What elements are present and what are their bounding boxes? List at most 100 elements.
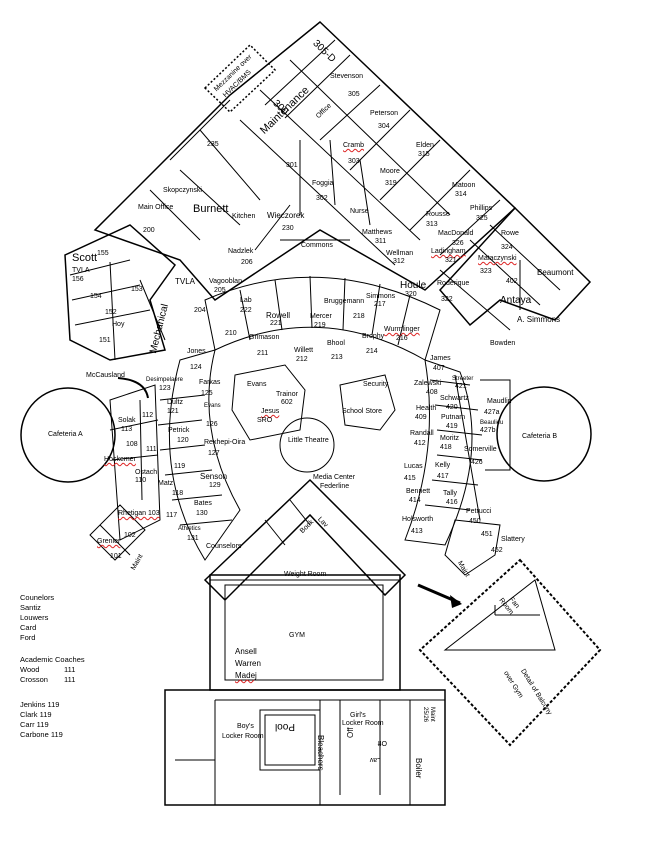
media-center-walls bbox=[264, 499, 371, 546]
room-mccausland: McCausland bbox=[86, 372, 125, 379]
room-325: 325 bbox=[476, 215, 488, 222]
room-303: 303 bbox=[348, 158, 360, 165]
room-mercer: Mercer bbox=[310, 313, 332, 320]
room-athletics: Athletics bbox=[178, 526, 201, 532]
room-222: 222 bbox=[240, 307, 252, 314]
room-roderique: Roderique bbox=[437, 280, 470, 287]
classroom-band-100s-walls bbox=[157, 394, 233, 526]
room-moore: Moore bbox=[380, 168, 400, 175]
room-petrucci: Petrucci bbox=[466, 508, 492, 515]
room-217: 217 bbox=[374, 301, 386, 308]
room-main-office: Main Office bbox=[138, 204, 174, 211]
room-streeter: Streeter bbox=[452, 376, 474, 382]
room-119: 119 bbox=[174, 463, 186, 470]
room-204: 204 bbox=[194, 307, 206, 314]
room-grimason: Grimason bbox=[249, 334, 280, 341]
room-simmons: Simmons bbox=[366, 293, 396, 300]
room-413: 413 bbox=[411, 528, 423, 535]
coach-row: Wood 111 bbox=[20, 665, 85, 675]
media-center-federline: Federline bbox=[320, 483, 350, 490]
room-scott: Scott bbox=[72, 252, 98, 264]
room-commons: Commons bbox=[301, 242, 333, 249]
room-evans-2: Evans bbox=[204, 403, 221, 409]
counselor-4: Ford bbox=[20, 633, 36, 642]
room-wieczorek: Wieczorek bbox=[267, 211, 305, 220]
room-131: 131 bbox=[187, 535, 199, 542]
room-beaulieu: Beaulieu bbox=[480, 420, 504, 426]
pool-basin bbox=[264, 714, 316, 766]
room-213: 213 bbox=[331, 354, 343, 361]
room-230: 230 bbox=[282, 225, 294, 232]
room-402: 402 bbox=[506, 278, 518, 285]
room-123: 123 bbox=[159, 385, 171, 392]
room-101: 101 bbox=[110, 553, 122, 560]
room-125: 125 bbox=[201, 390, 213, 397]
north-wing-outline bbox=[93, 21, 517, 301]
pool-wing-walls bbox=[175, 699, 445, 805]
room-206: 206 bbox=[241, 259, 253, 266]
room-matz: Matz bbox=[158, 480, 174, 487]
room-305: 305 bbox=[348, 91, 360, 98]
little-theatre: Little Theatre bbox=[288, 437, 329, 444]
room-lab: Lab bbox=[240, 297, 252, 304]
room-130: 130 bbox=[196, 510, 208, 517]
room-holsworth: Holsworth bbox=[402, 516, 434, 523]
balcony-triangle bbox=[443, 579, 556, 651]
boys-locker-1: Boy's bbox=[237, 723, 254, 730]
room-jones: Jones bbox=[187, 348, 206, 355]
room-burnett: Burnett bbox=[193, 203, 229, 215]
room-rhetigan: Rhetigan 103 bbox=[118, 510, 160, 517]
room-farkas: Farkas bbox=[199, 379, 221, 386]
room-156: 156 bbox=[72, 276, 84, 283]
coach-room: 111 bbox=[64, 675, 76, 684]
room-153: 153 bbox=[131, 286, 143, 293]
room-james: James bbox=[430, 355, 451, 362]
room-bhool: Bhool bbox=[327, 340, 345, 347]
room-rowe: Rowe bbox=[501, 230, 519, 237]
room-randall: Randall bbox=[410, 430, 434, 437]
room-desimpelaere: Desimpelaere bbox=[146, 377, 184, 383]
gym-warren: Warren bbox=[235, 659, 261, 668]
classroom-band-100s bbox=[168, 349, 241, 561]
west-wing-outline bbox=[64, 224, 177, 361]
counselor-3: Card bbox=[20, 623, 37, 632]
room-foggia: Foggia bbox=[312, 180, 334, 187]
room-420: 420 bbox=[446, 404, 458, 411]
room-302: 302 bbox=[316, 195, 328, 202]
room-111: 111 bbox=[146, 446, 157, 453]
room-210: 210 bbox=[225, 330, 237, 337]
classroom-band-400s bbox=[404, 359, 473, 546]
balcony-arrowhead bbox=[450, 595, 462, 608]
room-stevenson: Stevenson bbox=[330, 73, 364, 80]
room-evans-1: Evans bbox=[247, 381, 267, 388]
room-110: 110 bbox=[135, 477, 147, 484]
academic-coaches-title: Academic Coaches bbox=[20, 655, 85, 664]
room-154: 154 bbox=[90, 293, 102, 300]
room-102: 102 bbox=[124, 532, 136, 539]
room-301: 301 bbox=[286, 162, 298, 169]
counselor-1: Santiz bbox=[20, 603, 41, 612]
room-426: 426 bbox=[471, 459, 483, 466]
room-brophy: Brophy bbox=[362, 333, 385, 340]
room-jesus: Jesus bbox=[261, 408, 280, 415]
academic-coaches-legend: Academic Coaches Wood 111 Crosson 111 bbox=[20, 655, 85, 685]
room-409: 409 bbox=[415, 414, 427, 421]
room-peterson: Peterson bbox=[370, 110, 399, 117]
staff-4: Carbone 119 bbox=[20, 730, 63, 739]
courtyard-left bbox=[231, 364, 306, 441]
room-houle: Houle bbox=[400, 280, 427, 291]
room-phillips: Phillips bbox=[470, 205, 493, 212]
room-235: 235 bbox=[207, 141, 219, 148]
room-bennett: Bennett bbox=[406, 488, 431, 495]
room-rowell: Rowell bbox=[266, 311, 291, 320]
room-452: 452 bbox=[491, 547, 503, 554]
room-218: 218 bbox=[353, 313, 365, 320]
counselor-2: Louwers bbox=[20, 613, 49, 622]
room-asimmons: A. Simmons bbox=[517, 315, 561, 324]
room-319: 319 bbox=[385, 180, 397, 187]
classroom-band-400s-walls bbox=[424, 374, 511, 521]
room-rousse: Rousse bbox=[426, 211, 450, 218]
room-nurse: Nurse bbox=[350, 208, 369, 215]
room-118: 118 bbox=[172, 490, 184, 497]
room-health: Health bbox=[416, 405, 437, 412]
